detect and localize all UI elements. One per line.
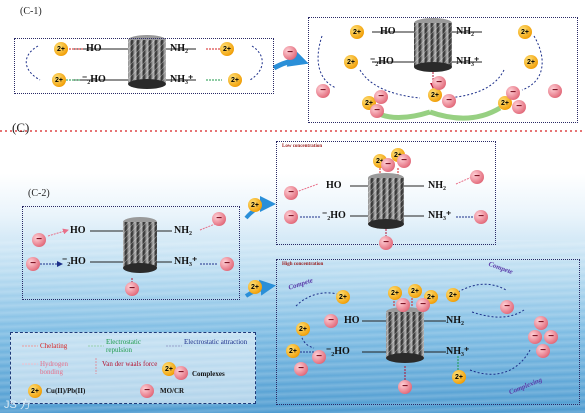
dye-ion: −	[506, 86, 520, 100]
amino-group: NH₂	[456, 26, 474, 37]
section-label-c: (C)	[12, 120, 30, 135]
legend-box	[10, 332, 256, 404]
metal-ion: 2+	[408, 284, 422, 298]
dye-ion: −	[474, 210, 488, 224]
protonated-amino-group: NH₃⁺	[428, 210, 452, 221]
metal-ion: 2+	[228, 73, 242, 87]
dye-ion: −	[528, 330, 542, 344]
protonated-amino-group: NH₃⁺	[446, 346, 470, 357]
metal-ion: 2+	[248, 280, 262, 294]
legend-metal-icon: 2+	[28, 384, 42, 398]
dye-ion: −	[548, 84, 562, 98]
c1-initial-box	[14, 38, 274, 94]
metal-ion: 2+	[388, 286, 402, 300]
legend-complexes: Complexes	[192, 370, 225, 378]
dye-ion: −	[500, 300, 514, 314]
dye-ion: −	[536, 344, 550, 358]
dye-ion: −	[381, 158, 395, 172]
legend-metal-ions: Cu(II)/Pb(II)	[46, 387, 86, 395]
metal-ion: 2+	[54, 42, 68, 56]
dye-ion: −	[283, 46, 297, 60]
dye-ion: −	[312, 350, 326, 364]
metal-ion: 2+	[428, 88, 442, 102]
legend-complex-dye-icon: −	[174, 366, 188, 380]
dye-ion: −	[294, 362, 308, 376]
hydroxyl-group: HO	[326, 180, 342, 191]
dye-ion: −	[544, 330, 558, 344]
deprotonated-hydroxyl-group: ⁻₂HO	[326, 346, 350, 357]
legend-chelating: Chelating	[40, 342, 68, 350]
dye-ion: −	[397, 154, 411, 168]
dye-ion: −	[512, 100, 526, 114]
dye-ion: −	[284, 210, 298, 224]
protonated-amino-group: NH₃⁺	[170, 74, 194, 85]
dye-ion: −	[26, 257, 40, 271]
metal-ion: 2+	[52, 73, 66, 87]
dye-ion: −	[284, 186, 298, 200]
hydroxyl-group: HO	[70, 225, 86, 236]
low-concentration-label: Low concentration	[282, 144, 323, 149]
legend-electrostatic-repulsion: Electrostatic repulsion	[106, 338, 141, 354]
high-concentration-label: High concentration	[282, 262, 324, 267]
dye-ion: −	[220, 257, 234, 271]
dye-ion: −	[396, 298, 410, 312]
legend-dye-icon: −	[140, 384, 154, 398]
section-label-c1: (C-1)	[20, 6, 42, 17]
amino-group: NH₂	[170, 43, 188, 54]
dye-ion: −	[379, 236, 393, 250]
metal-ion: 2+	[336, 290, 350, 304]
hydroxyl-group: HO	[380, 26, 396, 37]
hydroxyl-group: HO	[86, 43, 102, 54]
legend-complex-metal-icon: 2+	[162, 362, 176, 376]
deprotonated-hydroxyl-group: ⁻₂HO	[62, 256, 86, 267]
dye-ion: −	[125, 282, 139, 296]
legend-van-der-waals: Van der waals force	[102, 360, 158, 368]
legend-dye-ions: MO/CR	[160, 387, 185, 395]
metal-ion: 2+	[220, 42, 234, 56]
metal-ion: 2+	[248, 198, 262, 212]
deprotonated-hydroxyl-group: ⁻₂HO	[82, 74, 106, 85]
metal-ion: 2+	[452, 370, 466, 384]
dye-ion: −	[212, 212, 226, 226]
dye-ion: −	[398, 380, 412, 394]
amino-group: NH₂	[446, 315, 464, 326]
legend-electrostatic-attraction: Electrostatic attraction	[184, 338, 248, 346]
metal-ion: 2+	[498, 96, 512, 110]
dye-ion: −	[442, 94, 456, 108]
amino-group: NH₂	[428, 180, 446, 191]
watermark: JS 方	[4, 399, 31, 411]
dye-ion: −	[432, 76, 446, 90]
dye-ion: −	[374, 90, 388, 104]
high-concentration-box	[276, 259, 580, 405]
protonated-amino-group: NH₃⁺	[174, 256, 198, 267]
c2-initial-box	[22, 206, 240, 300]
deprotonated-hydroxyl-group: ⁻₂HO	[322, 210, 346, 221]
dye-ion: −	[370, 104, 384, 118]
dye-ion: −	[32, 233, 46, 247]
dye-ion: −	[324, 314, 338, 328]
metal-ion: 2+	[350, 25, 364, 39]
metal-ion: 2+	[518, 25, 532, 39]
metal-ion: 2+	[344, 55, 358, 69]
dye-ion: −	[316, 84, 330, 98]
legend-hydrogen-bonding: Hydrogen bonding	[40, 360, 68, 376]
hydroxyl-group: HO	[344, 315, 360, 326]
amino-group: NH₂	[174, 225, 192, 236]
protonated-amino-group: NH₃⁺	[456, 56, 480, 67]
metal-ion: 2+	[296, 322, 310, 336]
dye-ion: −	[534, 316, 548, 330]
dye-ion: −	[416, 298, 430, 312]
metal-ion: 2+	[446, 288, 460, 302]
dye-ion: −	[470, 170, 484, 184]
metal-ion: 2+	[286, 344, 300, 358]
metal-ion: 2+	[524, 55, 538, 69]
c1-adsorbed-box	[308, 17, 578, 123]
section-label-c2: (C-2)	[28, 188, 50, 199]
deprotonated-hydroxyl-group: ⁻₂HO	[370, 56, 394, 67]
